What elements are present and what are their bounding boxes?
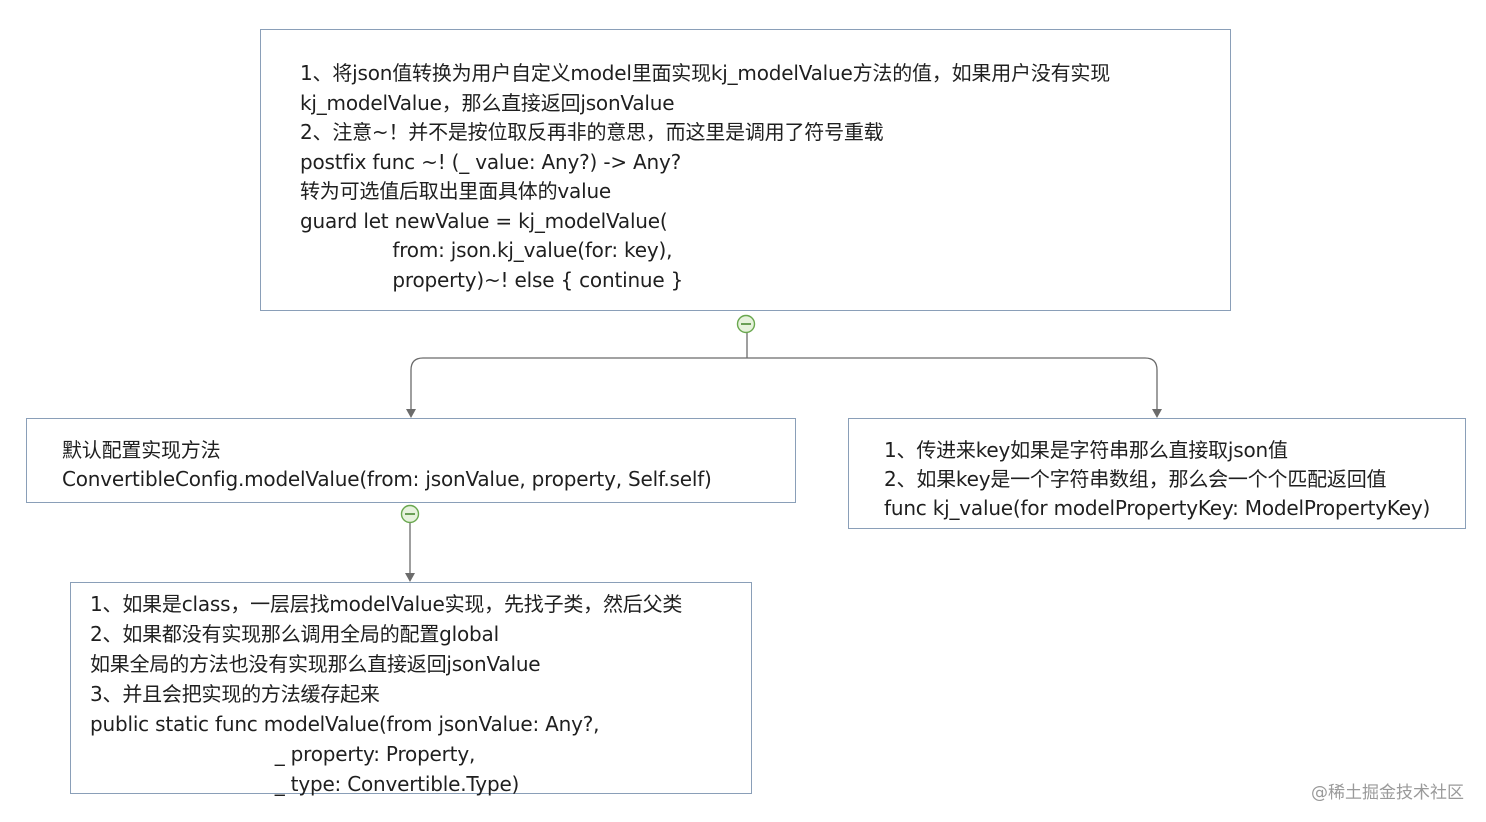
node-line: kj_modelValue，那么直接返回jsonValue [300,90,675,115]
node-line: 转为可选值后取出里面具体的value [300,179,612,203]
node-line: 默认配置实现方法 [62,438,221,462]
arrowhead-to-right-node [1152,409,1162,418]
node-line: 2、如果都没有实现那么调用全局的配置global [90,622,499,646]
node-line: public static func modelValue(from jsonV… [90,712,600,736]
collapse-minus-icon[interactable] [736,314,756,334]
node-line: _ type: Convertible.Type) [90,772,520,796]
watermark: @稀土掘金技术社区 [1311,783,1464,803]
node-left-lines: 默认配置实现方法 ConvertibleConfig.modelValue(fr… [62,436,712,494]
node-line: 2、注意~！并不是按位取反再非的意思，而这里是调用了符号重载 [300,120,884,144]
node-right-lines: 1、传进来key如果是字符串那么直接取json值 2、如果key是一个字符串数组… [884,436,1430,523]
node-line: 2、如果key是一个字符串数组，那么会一个个匹配返回值 [884,467,1387,491]
node-right-kj-value[interactable]: 1、传进来key如果是字符串那么直接取json值 2、如果key是一个字符串数组… [848,418,1466,529]
node-line: property)~! else { continue } [300,267,684,292]
node-line: from: json.kj_value(for: key), [300,238,673,262]
arrowhead-to-bottom-node [405,573,415,582]
collapse-minus-icon[interactable] [400,504,420,524]
node-top-lines: 1、将json值转换为用户自定义model里面实现kj_modelValue方法… [300,59,1110,295]
node-line: _ property: Property, [90,742,476,766]
node-bottom-static-modelvalue[interactable]: 1、如果是class，一层层找modelValue实现，先找子类，然后父类 2、… [70,582,752,796]
node-line: ConvertibleConfig.modelValue(from: jsonV… [62,467,712,491]
node-line: 如果全局的方法也没有实现那么直接返回jsonValue [90,652,541,676]
node-line: 1、将json值转换为用户自定义model里面实现kj_modelValue方法… [300,61,1111,85]
connector-top-branch [410,357,1158,410]
node-line: func kj_value(for modelPropertyKey: Mode… [884,496,1431,520]
node-line: postfix func ~! (_ value: Any?) -> Any? [300,149,682,174]
node-bottom-lines: 1、如果是class，一层层找modelValue实现，先找子类，然后父类 2、… [90,589,682,799]
arrowhead-to-left-node [406,409,416,418]
node-line: 1、传进来key如果是字符串那么直接取json值 [884,438,1288,462]
node-line: guard let newValue = kj_modelValue( [300,208,668,233]
node-line: 1、如果是class，一层层找modelValue实现，先找子类，然后父类 [90,592,683,616]
node-line: 3、并且会把实现的方法缓存起来 [90,682,380,706]
node-top-kj-modelvalue[interactable]: 1、将json值转换为用户自定义model里面实现kj_modelValue方法… [260,29,1231,311]
node-left-default-config[interactable]: 默认配置实现方法 ConvertibleConfig.modelValue(fr… [26,418,796,503]
